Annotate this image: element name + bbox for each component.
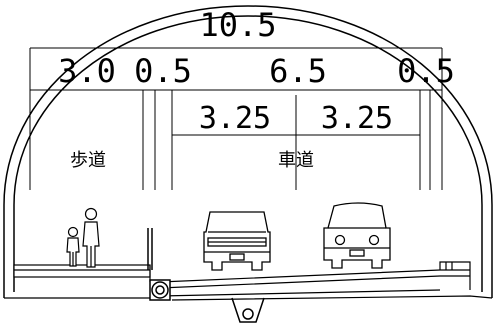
dim-lane-right: 3.25 [321, 101, 393, 136]
drain-pipe [149, 279, 171, 301]
label-roadway: 車道 [278, 150, 314, 171]
dim-roadway: 6.5 [269, 52, 327, 90]
pedestrian-adult [82, 207, 100, 268]
tunnel-inner-arch [13, 15, 483, 292]
road-surface [150, 269, 470, 297]
tunnel-lining [3, 5, 493, 301]
pedestrian-child [66, 226, 80, 267]
dim-margin-right: 0.5 [397, 52, 455, 90]
bottom-drain [231, 297, 265, 323]
dimension-lines [29, 47, 443, 190]
railing-post [147, 228, 153, 270]
car-left [203, 211, 271, 271]
dim-margin-left: 0.5 [134, 52, 192, 90]
dim-total: 10.5 [199, 6, 276, 44]
tunnel-outer-arch [3, 5, 493, 298]
tunnel-invert [4, 295, 493, 301]
car-right [323, 202, 391, 269]
right-curb [439, 261, 471, 290]
sidewalk-slab [13, 264, 151, 282]
dim-sidewalk: 3.0 [58, 52, 116, 90]
label-sidewalk: 歩道 [70, 150, 106, 171]
dim-lane-left: 3.25 [199, 101, 271, 136]
